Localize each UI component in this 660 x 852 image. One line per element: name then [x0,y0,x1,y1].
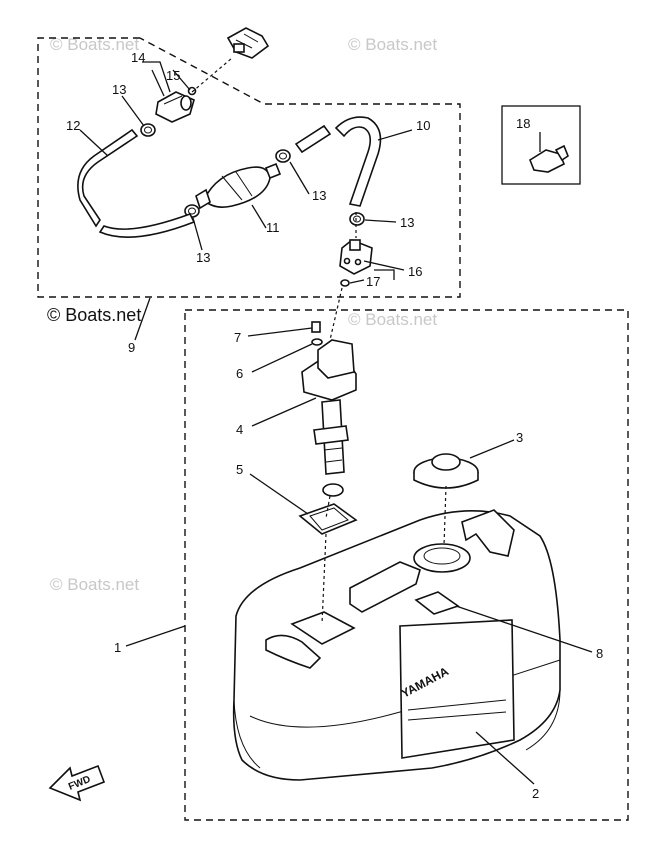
tank-connector-16 [339,239,373,287]
callout-8: 8 [596,646,603,661]
primer-bulb-11 [195,162,282,210]
fuel-cap-3 [413,453,479,489]
watermark: © Boats.net [348,35,437,54]
clip-13-left [140,123,156,137]
watermark: © Boats.net [50,575,139,594]
fuel-hose-mid [294,124,332,154]
o-ring-17 [340,279,350,287]
callout-1: 1 [114,640,121,655]
callout-5: 5 [236,462,243,477]
watermark-dark: © Boats.net [47,305,141,325]
callout-3: 3 [516,430,523,445]
callout-4: 4 [236,422,243,437]
bracket-frame-18 [501,105,581,185]
callout-12: 12 [66,118,80,133]
fitting-18 [529,144,569,173]
gasket-5 [298,503,358,535]
callout-13: 13 [112,82,126,97]
fuel-tank-1 [232,509,561,781]
callout-14: 14 [131,50,145,65]
callout-13: 13 [312,188,326,203]
clip-13-right [349,212,365,226]
fwd-arrow: FWD [48,764,106,802]
callout-6: 6 [236,366,243,381]
callout-7: 7 [234,330,241,345]
watermark: © Boats.net [348,310,437,329]
callout-2: 2 [532,786,539,801]
watermark: © Boats.net [50,35,139,54]
fuel-hose-10 [334,116,382,207]
callout-10: 10 [416,118,430,133]
callout-18: 18 [516,116,530,131]
engine-side-connector [226,27,270,59]
callout-11: 11 [266,220,280,235]
leader-lines [79,57,593,785]
callout-13: 13 [196,250,210,265]
clip-13-mid [275,149,291,163]
callout-9: 9 [128,340,135,355]
fuel-hose-12 [77,128,196,238]
callout-17: 17 [366,274,380,289]
screw-7 [311,321,321,333]
fuel-hose-group-frame [37,37,461,298]
callout-13: 13 [400,215,414,230]
callout-numbers: 14 15 13 12 10 13 11 13 13 16 17 18 9 7 … [66,50,603,801]
fuel-tank-group-frame [184,309,629,821]
callout-15: 15 [166,68,180,83]
hose-joint-14 [155,86,197,123]
callout-16: 16 [408,264,422,279]
o-ring-15 [187,86,197,96]
watermarks: © Boats.net © Boats.net © Boats.net © Bo… [47,35,437,594]
washer-6 [311,338,323,346]
fuel-pickup-4 [301,339,357,497]
